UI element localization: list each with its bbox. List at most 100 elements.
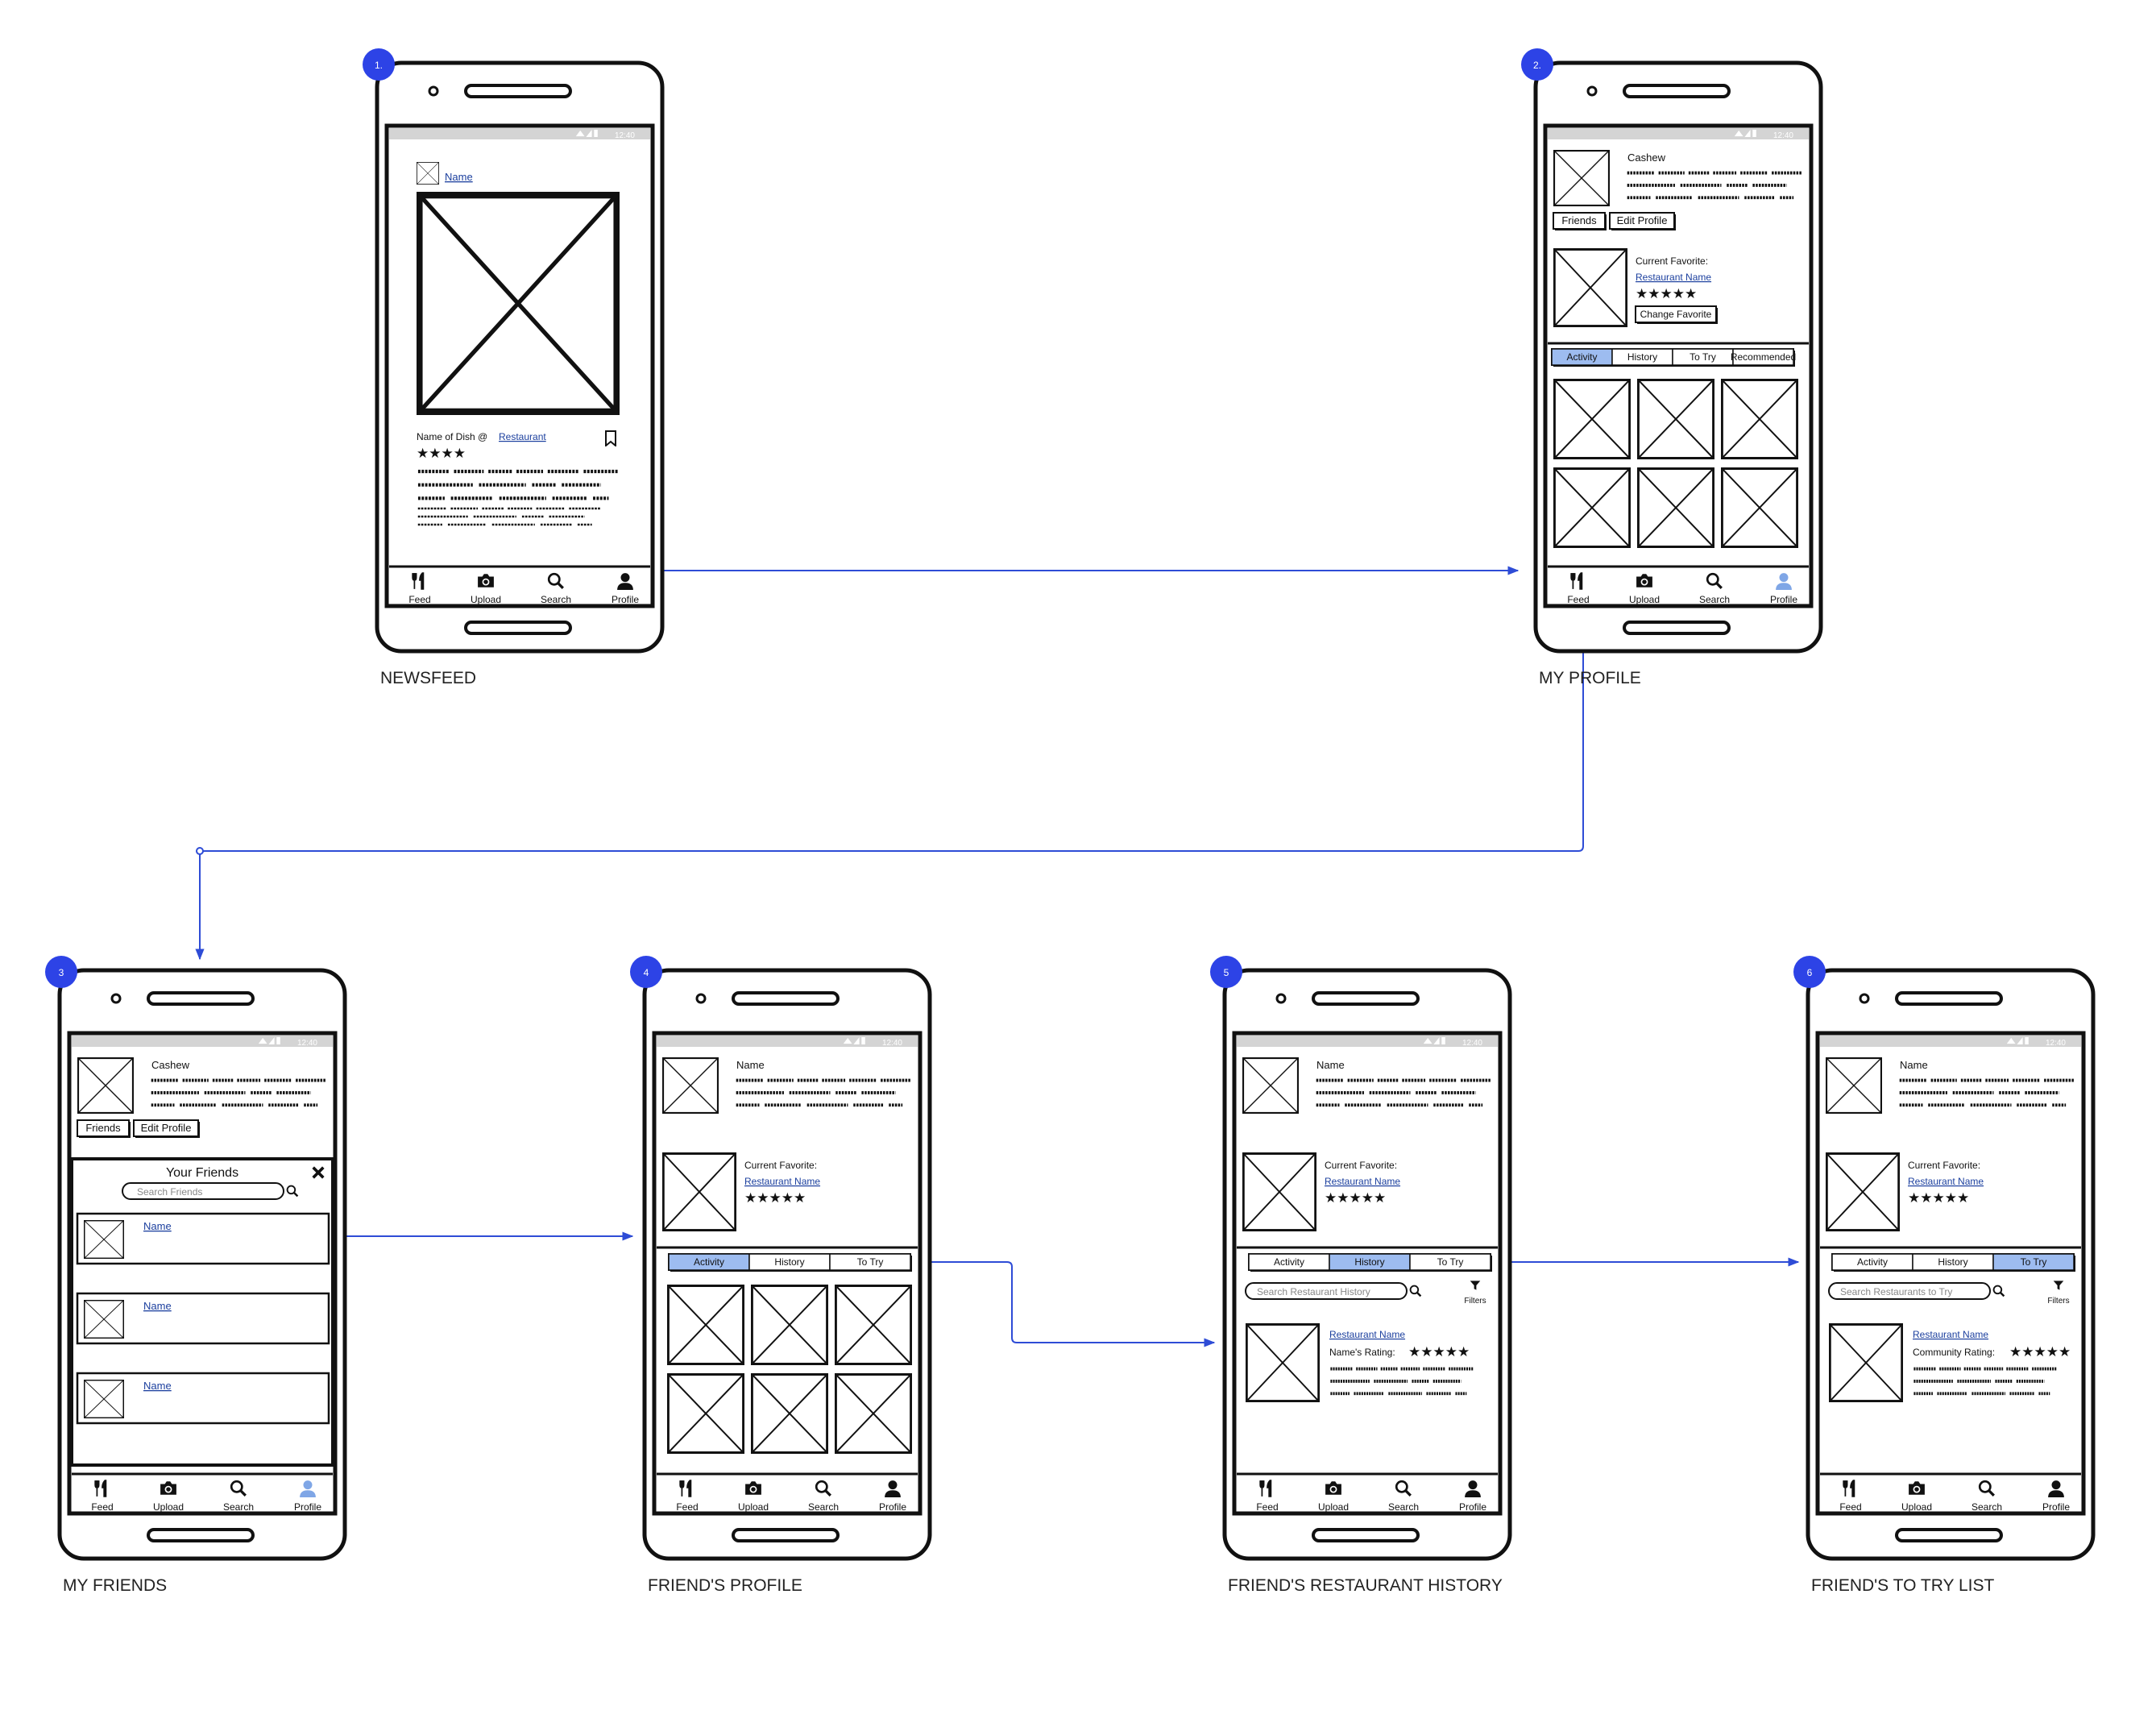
nav-label-profile: Profile (879, 1501, 906, 1513)
activity-thumbnail (751, 1285, 828, 1365)
favorite-photo (1553, 248, 1627, 327)
nav-label-feed: Feed (1256, 1501, 1278, 1513)
nav-search[interactable]: Search (541, 572, 571, 605)
tab-history[interactable]: History (1329, 1253, 1411, 1271)
status-time: 12:40 (615, 131, 635, 140)
nav-profile[interactable]: Profile (879, 1480, 906, 1513)
speaker-slot (1312, 991, 1420, 1006)
star-rating: ★★★★★ (1325, 1190, 1386, 1206)
friends-button[interactable]: Friends (77, 1119, 131, 1138)
friend-avatar (84, 1380, 124, 1418)
status-time: 12:40 (882, 1039, 902, 1048)
nav-feed[interactable]: Feed (1839, 1480, 1862, 1513)
nav-upload[interactable]: Upload (471, 574, 501, 605)
edit-profile-button[interactable]: Edit Profile (133, 1119, 200, 1138)
nav-search[interactable]: Search (1971, 1480, 2002, 1513)
favorite-restaurant-link[interactable]: Restaurant Name (1908, 1176, 1984, 1187)
friend-list-item[interactable]: Name (76, 1292, 330, 1345)
tab-history[interactable]: History (1912, 1253, 1994, 1271)
restaurant-search-input[interactable] (1828, 1282, 1991, 1300)
nav-label-upload: Upload (1901, 1501, 1932, 1513)
nav-upload[interactable]: Upload (1901, 1481, 1932, 1513)
tab-label: Activity (694, 1256, 724, 1268)
tab-history[interactable]: History (748, 1253, 831, 1271)
screen-number-badge (630, 956, 662, 988)
nav-feed[interactable]: Feed (1567, 572, 1590, 605)
button-frame (77, 1119, 130, 1137)
nav-feed[interactable]: Feed (676, 1480, 699, 1513)
search-placeholder: Search Restaurant History (1257, 1286, 1370, 1297)
nav-upload[interactable]: Upload (1318, 1481, 1349, 1513)
edit-profile-button[interactable]: Edit Profile (1609, 212, 1676, 230)
tab-recommended[interactable]: Recommended (1731, 348, 1796, 366)
search-friends-placeholder: Search Friends (137, 1186, 202, 1198)
restaurant-search-input[interactable] (1245, 1282, 1408, 1300)
activity-thumbnail (835, 1285, 912, 1365)
tab-to-try[interactable]: To Try (1992, 1253, 2075, 1271)
nav-label-feed: Feed (91, 1501, 113, 1513)
home-slot (1312, 1528, 1420, 1542)
tab-activity[interactable]: Activity (1551, 348, 1613, 366)
profile-name: Name (1316, 1059, 1345, 1071)
nav-upload[interactable]: Upload (738, 1481, 769, 1513)
screen-number: 4 (644, 967, 649, 978)
nav-search[interactable]: Search (808, 1480, 839, 1513)
tab-to-try[interactable]: To Try (1672, 348, 1734, 366)
friend-name-link[interactable]: Name (143, 1380, 172, 1392)
filters-label[interactable]: Filters (1464, 1297, 1486, 1306)
restaurant-photo (1829, 1323, 1903, 1402)
favorite-restaurant-link[interactable]: Restaurant Name (744, 1176, 820, 1187)
friend-name-link[interactable]: Name (143, 1300, 172, 1312)
friend-name-link[interactable]: Name (143, 1220, 172, 1232)
friend-list-item[interactable]: Name (76, 1212, 330, 1265)
nav-profile[interactable]: Profile (294, 1480, 321, 1513)
nav-search[interactable]: Search (223, 1480, 254, 1513)
nav-upload[interactable]: Upload (1629, 574, 1660, 605)
nav-profile[interactable]: Profile (612, 573, 639, 605)
screen-title: NEWSFEED (380, 669, 476, 687)
nav-profile[interactable]: Profile (1459, 1480, 1486, 1513)
nav-profile[interactable]: Profile (2042, 1480, 2070, 1513)
nav-upload[interactable]: Upload (153, 1481, 184, 1513)
tab-label: To Try (857, 1256, 884, 1268)
restaurant-name-link[interactable]: Restaurant Name (1913, 1329, 1988, 1340)
profile-name: Name (1900, 1059, 1928, 1071)
search-friends-input[interactable] (122, 1182, 284, 1200)
current-favorite-label: Current Favorite: (1636, 255, 1708, 267)
tab-activity[interactable]: Activity (1248, 1253, 1330, 1271)
nav-feed[interactable]: Feed (1256, 1480, 1279, 1513)
favorite-restaurant-link[interactable]: Restaurant Name (1636, 272, 1711, 283)
friends-button[interactable]: Friends (1553, 212, 1607, 230)
nav-search[interactable]: Search (1699, 572, 1730, 605)
nav-search[interactable]: Search (1388, 1480, 1419, 1513)
tab-to-try[interactable]: To Try (829, 1253, 911, 1271)
nav-feed[interactable]: Feed (91, 1480, 114, 1513)
friend-list-item[interactable]: Name (76, 1372, 330, 1425)
filters-label[interactable]: Filters (2047, 1297, 2069, 1306)
current-favorite-label: Current Favorite: (1908, 1160, 1980, 1171)
rating-label: Community Rating: (1913, 1347, 1995, 1358)
tab-history[interactable]: History (1611, 348, 1673, 366)
change-favorite-button-label: Change Favorite (1640, 309, 1712, 320)
tab-activity[interactable]: Activity (668, 1253, 750, 1271)
nav-feed[interactable]: Feed (408, 572, 431, 605)
favorite-restaurant-link[interactable]: Restaurant Name (1325, 1176, 1400, 1187)
connector-bend (196, 847, 204, 855)
speaker-slot (464, 84, 572, 98)
change-favorite-button[interactable]: Change Favorite (1635, 305, 1718, 324)
camera-dot (695, 993, 707, 1004)
activity-thumbnail (1553, 379, 1631, 459)
restaurant-link[interactable]: Restaurant (499, 431, 546, 442)
screen-number-badge (1793, 956, 1826, 988)
nav-label-feed: Feed (408, 594, 430, 605)
restaurant-name-link[interactable]: Restaurant Name (1329, 1329, 1405, 1340)
profile-photo (1826, 1057, 1882, 1114)
nav-profile[interactable]: Profile (1770, 573, 1797, 605)
poster-name-link[interactable]: Name (445, 171, 473, 183)
tab-to-try[interactable]: To Try (1409, 1253, 1491, 1271)
tab-activity[interactable]: Activity (1831, 1253, 1913, 1271)
